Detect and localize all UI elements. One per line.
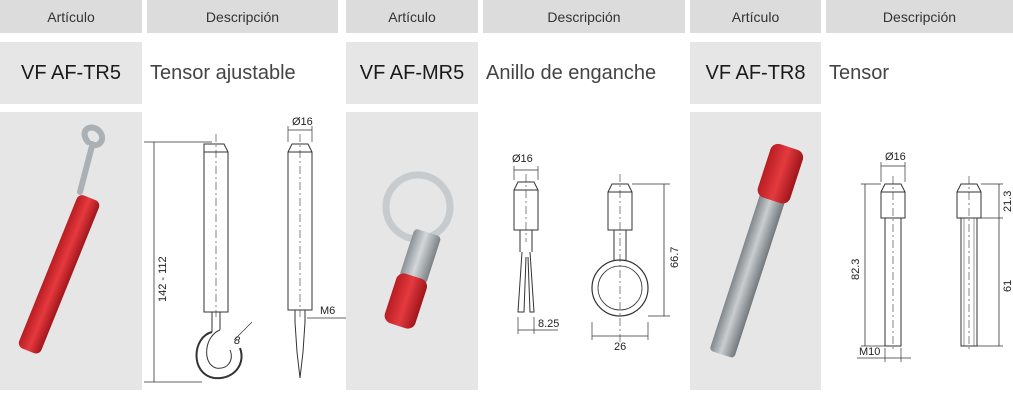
tensor-ajustable-image [18,124,106,354]
header-articulo-2: Artículo [346,0,478,33]
technical-drawing-tensor-ajustable: Ø16 142 - 112 8 M6 [142,112,346,390]
product-description-3: Tensor [829,61,890,84]
tensor-drawing: Ø16 82.3 21.3 61 M10 [850,151,1013,362]
dimension-length: 82.3 [850,259,862,280]
product-name-row: VF AF-TR5 Tensor ajustable VF AF-MR5 Ani… [0,42,1013,104]
product-photo-tensor-ajustable [0,112,142,390]
technical-drawing-tensor: Ø16 82.3 21.3 61 M10 [821,112,1013,390]
anillo-enganche-image [382,171,454,329]
tensor-image [710,143,804,358]
header-descripcion-1: Descripción [147,0,338,33]
technical-drawing-anillo-enganche: Ø16 66.7 8.25 26 [478,112,690,390]
dimension-diameter: Ø16 [512,153,533,165]
dimension-ring-gap: 8.25 [538,318,559,330]
dimension-length: 142 - 112 [157,256,169,302]
dimension-angle: 8 [234,335,241,347]
dimension-head: 21.3 [1002,191,1013,212]
product-photo-anillo-enganche [346,112,478,390]
header-articulo-3: Artículo [690,0,821,33]
table-header-row: Artículo Descripción Artículo Descripció… [0,0,1013,33]
product-photo-tensor [690,112,821,390]
product-description-2: Anillo de enganche [486,61,657,84]
product-description-1: Tensor ajustable [150,61,296,84]
dimension-diameter: Ø16 [885,151,906,163]
dimension-thread: M10 [859,346,880,358]
header-descripcion-3: Descripción [826,0,1013,33]
product-code-3: VF AF-TR8 [690,42,821,104]
dimension-ring-width: 26 [614,341,626,353]
tensor-ajustable-drawing: Ø16 142 - 112 8 M6 [144,116,346,383]
product-code-1: VF AF-TR5 [0,42,142,104]
dimension-shaft: 61 [1002,280,1013,292]
header-articulo-1: Artículo [0,0,142,33]
dimension-thread: M6 [320,305,335,317]
dimension-diameter: Ø16 [292,116,313,128]
dimension-height: 66.7 [669,247,681,268]
product-code-2: VF AF-MR5 [346,42,478,104]
header-descripcion-2: Descripción [483,0,685,33]
anillo-enganche-drawing: Ø16 66.7 8.25 26 [512,153,681,353]
